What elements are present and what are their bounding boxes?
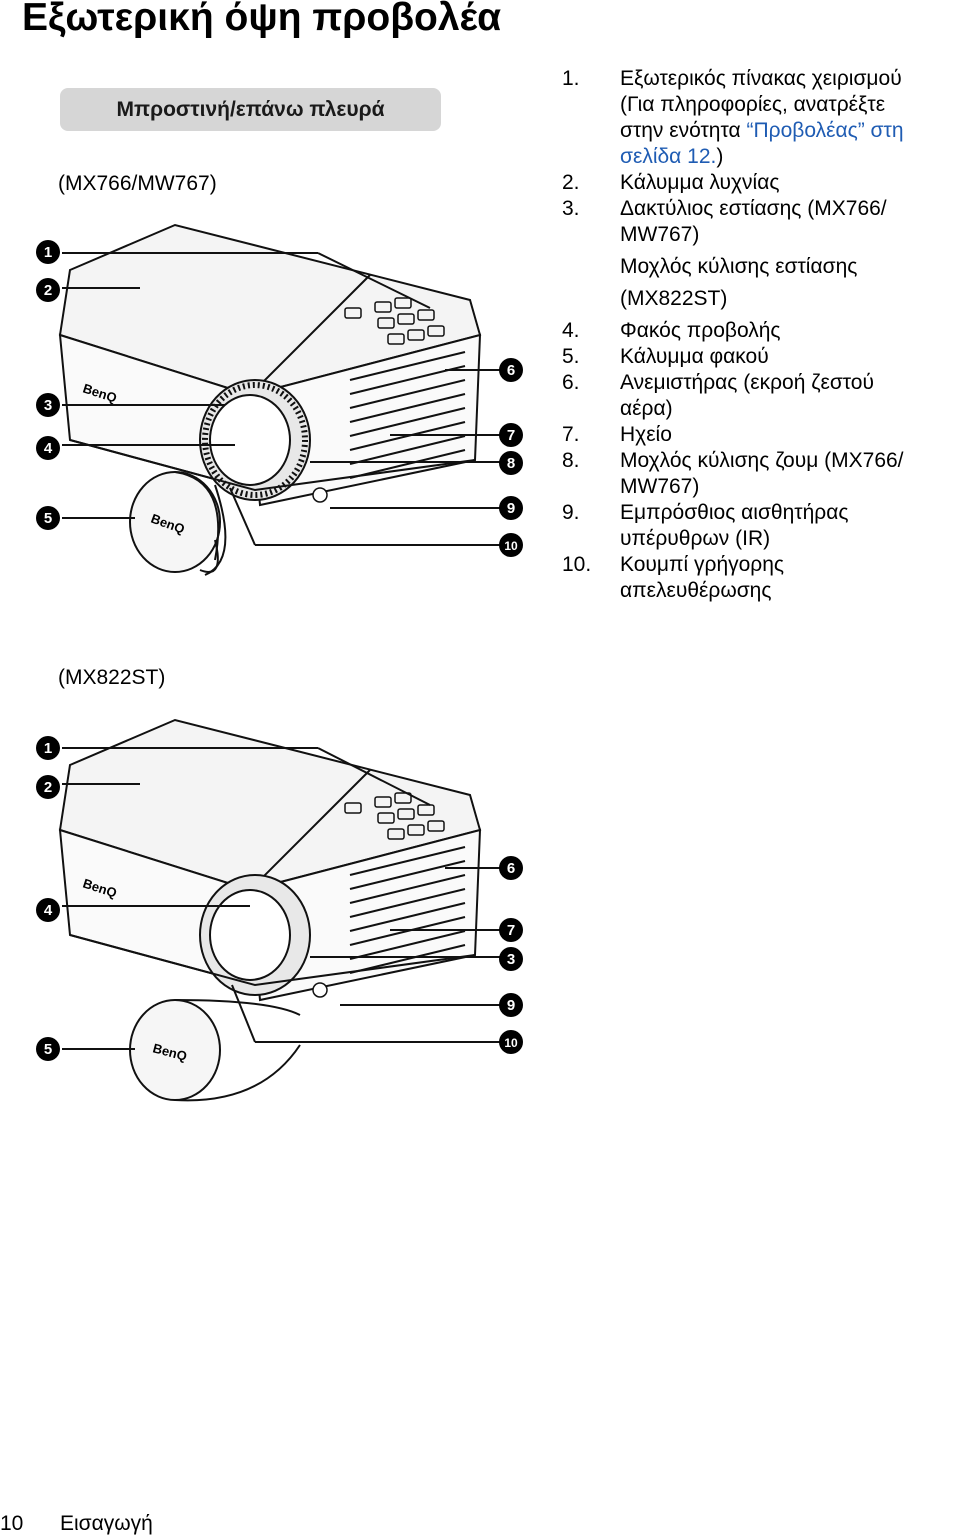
item-text: Εξωτερικός πίνακας χειρισμού [620, 67, 902, 90]
item-text: Μοχλός κύλισης εστίασης [620, 255, 858, 278]
svg-text:2: 2 [44, 282, 52, 299]
item-text: Εμπρόσθιος αισθητήρας [620, 501, 849, 524]
item-number: 5. [562, 345, 580, 368]
list-item: 7. Ηχείο [562, 422, 960, 448]
callout-10-bottom: 10 [499, 1030, 523, 1054]
callout-10-top: 10 [499, 533, 523, 557]
callout-lines-top [62, 252, 500, 546]
callout-4-bottom: 4 [36, 898, 60, 922]
callout-lines-bottom [62, 747, 500, 1050]
footer-section-title: Εισαγωγή [60, 1512, 153, 1535]
list-item: 9. Εμπρόσθιος αισθητήρας υπέρυθρων (IR) [562, 500, 960, 552]
item-text: (Για πληροφορίες, ανατρέξτε [620, 93, 886, 116]
item-number: 1. [562, 67, 580, 90]
item-text: Κάλυμμα λυχνίας [620, 171, 780, 194]
item-text: Μοχλός κύλισης ζουμ (MX766/ [620, 449, 904, 472]
cross-reference-link[interactable]: σελίδα 12. [620, 145, 717, 168]
list-item: 6. Ανεμιστήρας (εκροή ζεστού αέρα) [562, 370, 960, 422]
item-text: αέρα) [620, 397, 673, 420]
item-number: 7. [562, 423, 580, 446]
svg-text:7: 7 [507, 922, 515, 939]
item-text: MW767) [620, 223, 700, 246]
item-number: 3. [562, 197, 580, 220]
item-text: (MX822ST) [620, 287, 728, 310]
callout-7-top: 7 [499, 423, 523, 447]
callout-3-bottom: 3 [499, 947, 523, 971]
callout-5-top: 5 [36, 506, 60, 530]
projector-bottom-illustration: BenQ [59, 719, 481, 1102]
callout-5-bottom: 5 [36, 1037, 60, 1061]
item-number: 8. [562, 449, 580, 472]
list-item: 1. Εξωτερικός πίνακας χειρισμού (Για πλη… [562, 66, 960, 170]
item-text: Φακός προβολής [620, 319, 781, 342]
item-text: Κάλυμμα φακού [620, 345, 769, 368]
svg-text:9: 9 [507, 500, 515, 517]
page-title: Εξωτερική όψη προβολέα [22, 0, 502, 39]
model-label-top: (MX766/MW767) [58, 172, 217, 195]
section-tab-label: Μπροστινή/επάνω πλευρά [116, 97, 385, 121]
item-text: Ηχείο [620, 423, 672, 446]
callout-6-bottom: 6 [499, 856, 523, 880]
callout-9-top: 9 [499, 496, 523, 520]
footer-page-number: 10 [0, 1512, 24, 1535]
item-text: στην ενότητα [620, 119, 747, 142]
item-text: απελευθέρωσης [620, 579, 772, 602]
callout-4-top: 4 [36, 436, 60, 460]
list-item: 4. Φακός προβολής [562, 318, 960, 344]
svg-text:9: 9 [507, 997, 515, 1014]
item-text: ) [716, 145, 724, 168]
item-number: 10. [562, 553, 592, 576]
model-label-bottom: (MX822ST) [58, 666, 166, 689]
callout-7-bottom: 7 [499, 918, 523, 942]
item-number: 2. [562, 171, 580, 194]
projector-top-illustration: BenQ [59, 224, 481, 576]
callout-2-bottom: 2 [36, 775, 60, 799]
svg-text:3: 3 [44, 397, 52, 414]
list-item: 3. Δακτύλιος εστίασης (MX766/ MW767) Μοχ… [562, 196, 960, 312]
callout-3-top: 3 [36, 393, 60, 417]
item-number: 6. [562, 371, 580, 394]
item-number: 9. [562, 501, 580, 524]
cross-reference-link[interactable]: “Προβολέας” στη [746, 119, 904, 142]
list-item: 5. Κάλυμμα φακού [562, 344, 960, 370]
svg-text:10: 10 [504, 539, 518, 553]
svg-text:4: 4 [44, 440, 53, 457]
svg-text:1: 1 [44, 244, 52, 261]
list-item: 8. Μοχλός κύλισης ζουμ (MX766/ MW767) [562, 448, 960, 500]
callout-8-top: 8 [499, 451, 523, 475]
item-text: Κουμπί γρήγορης [620, 553, 785, 576]
svg-text:2: 2 [44, 779, 52, 796]
svg-text:7: 7 [507, 427, 515, 444]
svg-text:5: 5 [44, 510, 52, 527]
item-text: Ανεμιστήρας (εκροή ζεστού [620, 371, 874, 394]
section-tab: Μπροστινή/επάνω πλευρά [60, 88, 441, 131]
callout-1-top: 1 [36, 240, 60, 264]
item-text: Δακτύλιος εστίασης (MX766/ [620, 197, 887, 220]
svg-text:5: 5 [44, 1041, 52, 1058]
svg-text:8: 8 [507, 455, 515, 472]
item-number: 4. [562, 319, 580, 342]
svg-text:4: 4 [44, 902, 53, 919]
svg-text:1: 1 [44, 740, 52, 757]
svg-text:6: 6 [507, 362, 515, 379]
list-item: 10. Κουμπί γρήγορης απελευθέρωσης [562, 552, 960, 604]
callout-9-bottom: 9 [499, 993, 523, 1017]
callout-6-top: 6 [499, 358, 523, 382]
svg-text:3: 3 [507, 951, 515, 968]
item-text: υπέρυθρων (IR) [620, 527, 771, 550]
list-item: 2. Κάλυμμα λυχνίας [562, 170, 960, 196]
svg-text:6: 6 [507, 860, 515, 877]
callout-1-bottom: 1 [36, 736, 60, 760]
parts-list: 1. Εξωτερικός πίνακας χειρισμού (Για πλη… [562, 66, 960, 604]
item-text: MW767) [620, 475, 700, 498]
svg-text:10: 10 [504, 1036, 518, 1050]
callout-2-top: 2 [36, 278, 60, 302]
